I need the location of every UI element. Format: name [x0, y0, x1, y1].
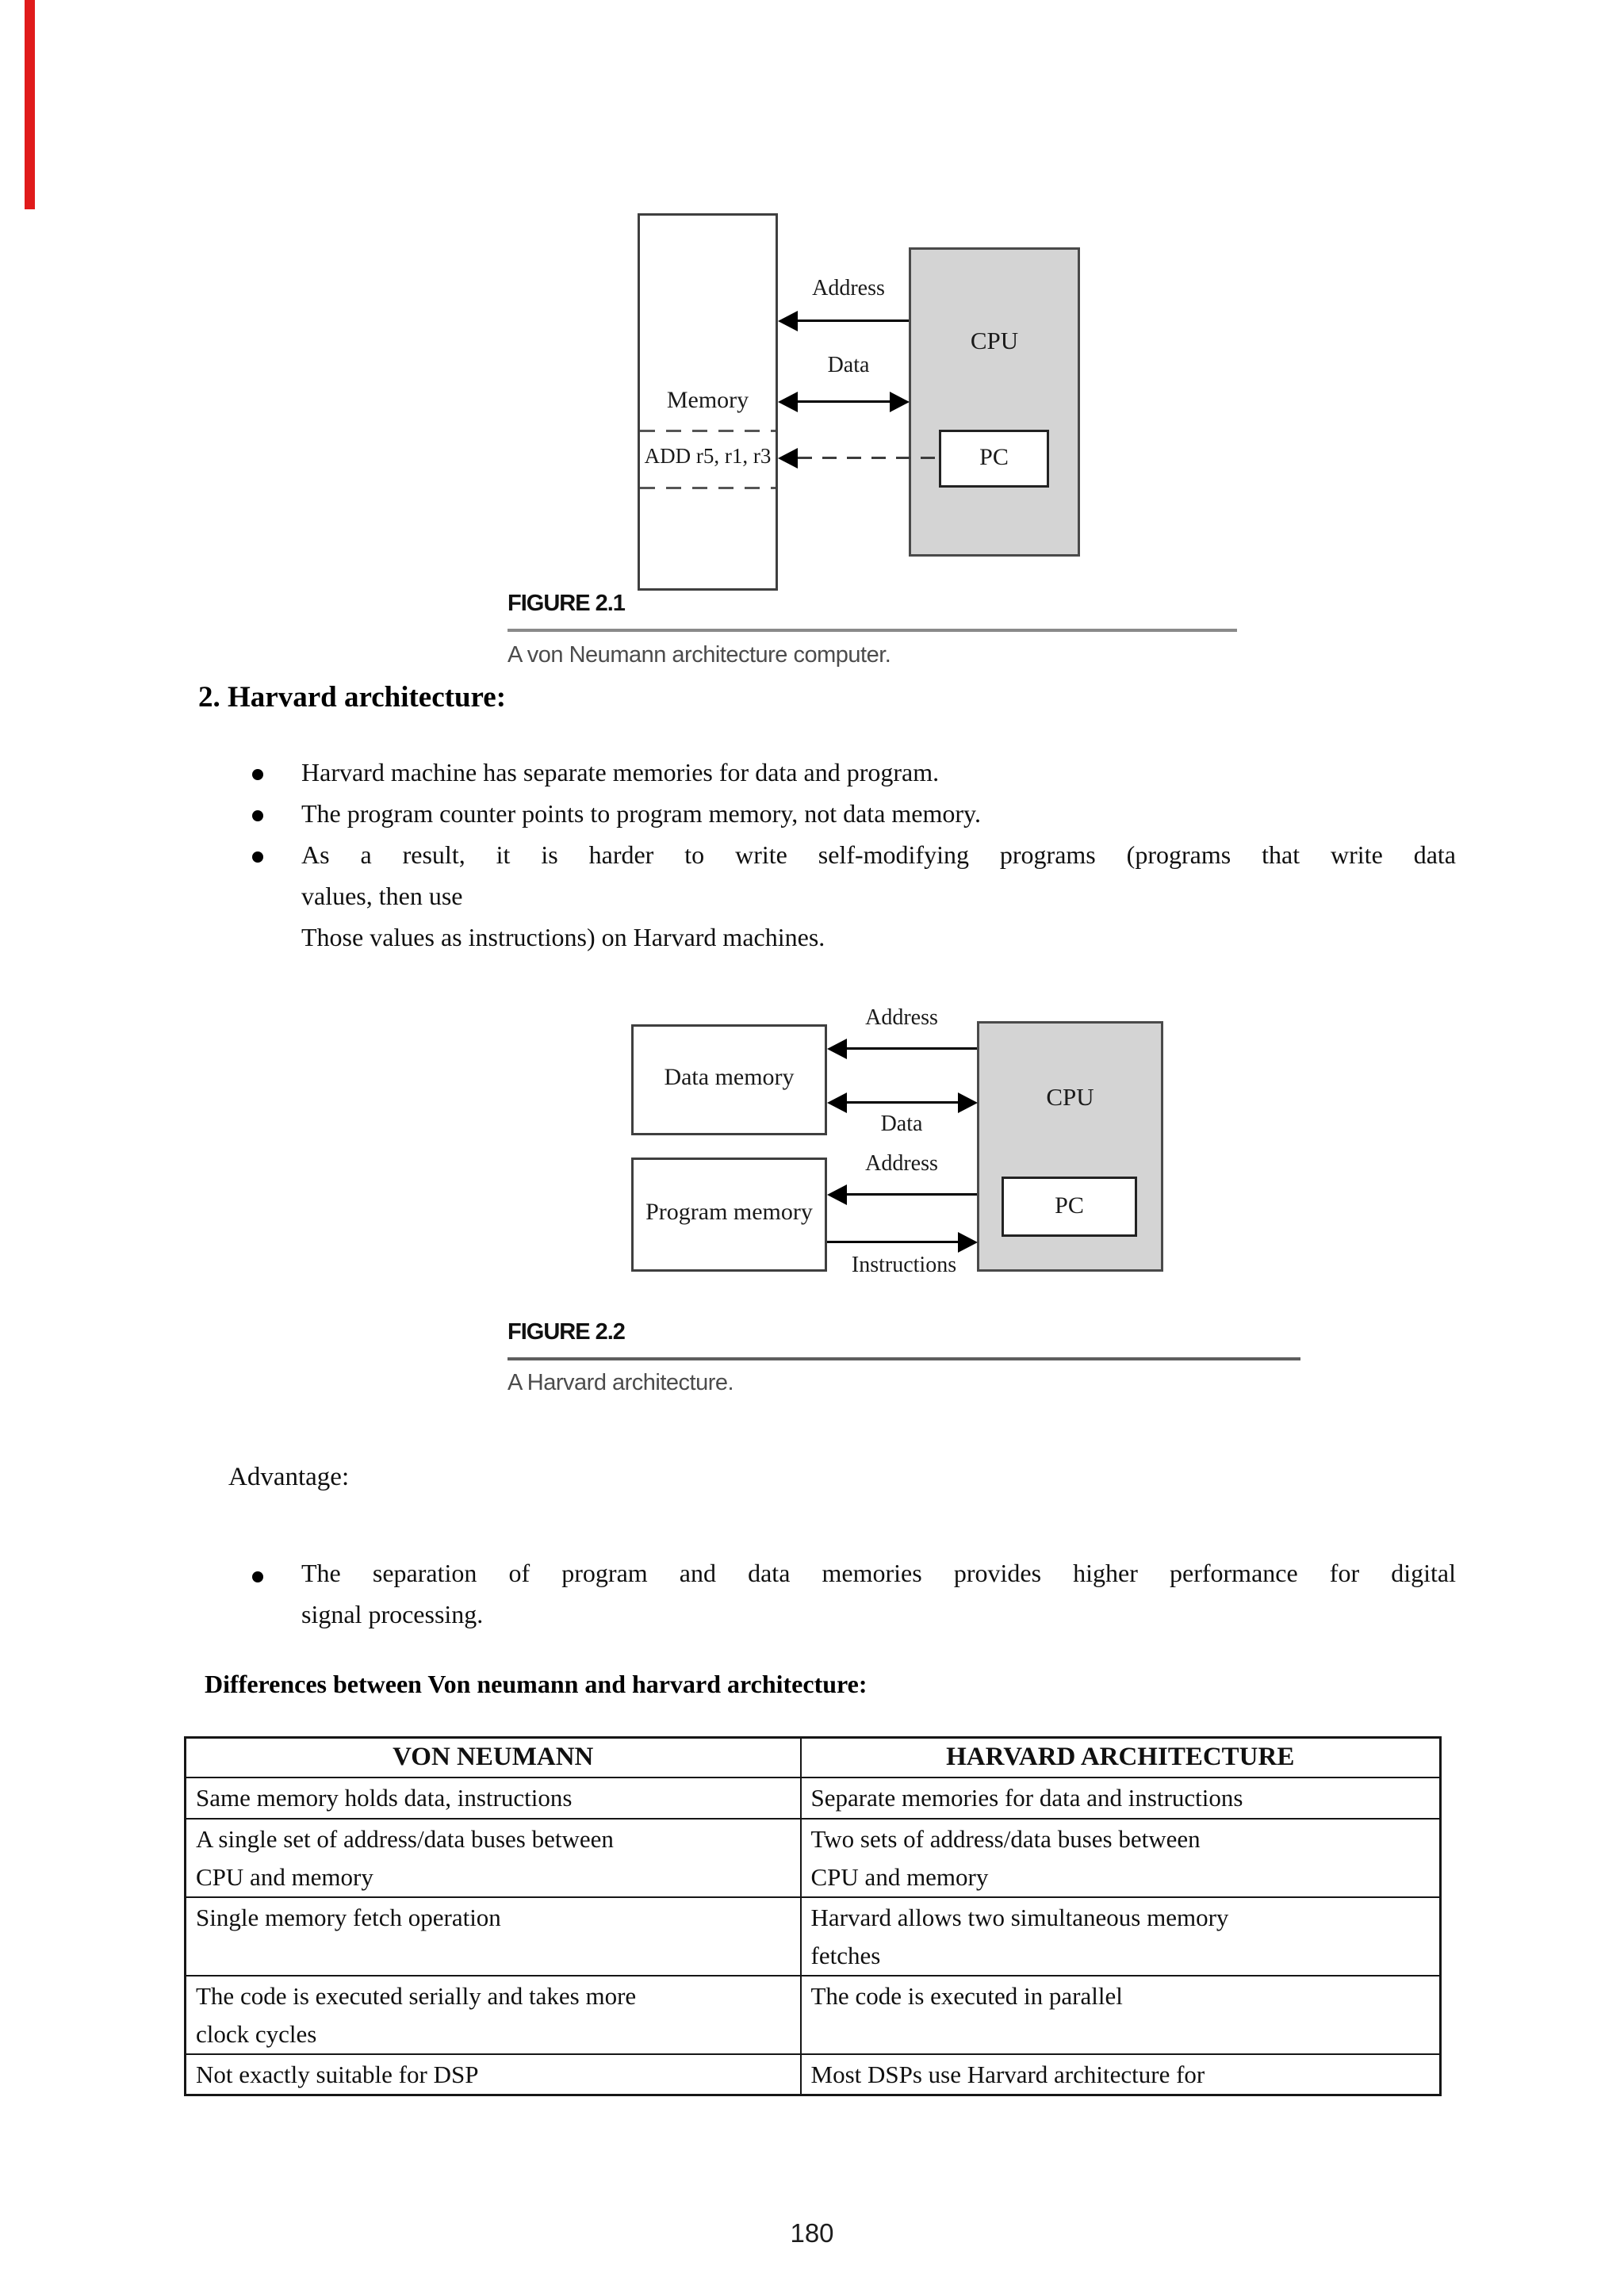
bullet-icon [252, 1571, 263, 1582]
harvard-bullet-3-line2: values, then use [301, 882, 463, 910]
pc2-label: PC [1055, 1192, 1084, 1219]
page-number: 180 [790, 2218, 834, 2248]
figure2-rule [508, 1357, 1300, 1360]
figure2-caption: A Harvard architecture. [508, 1370, 734, 1395]
address-bus-label: Address [812, 276, 885, 300]
data2-arrowhead-right-icon [958, 1093, 978, 1113]
harvard-bullet-2: The program counter points to program me… [301, 799, 981, 828]
program-memory-box [631, 1158, 827, 1272]
advantage-line2: signal processing. [301, 1600, 484, 1628]
table-cell: Separate memories for data and instructi… [799, 1776, 1442, 1820]
table-cell: Same memory holds data, instructions [184, 1776, 802, 1820]
memory-dashed-divider-top [640, 430, 776, 432]
harvard-heading: 2. Harvard architecture: [198, 681, 507, 714]
cpu2-label: CPU [1046, 1083, 1094, 1111]
address-bottom-arrowhead-icon [827, 1184, 847, 1205]
data-memory-box [631, 1024, 827, 1135]
table-cell: Not exactly suitable for DSP [184, 2053, 802, 2095]
red-annotation-mark [25, 0, 35, 209]
harvard-bullet-3-line1: As a result, it is harder to write self-… [301, 840, 1456, 869]
table-cell: Most DSPs use Harvard architecture for [799, 2053, 1442, 2095]
address-top-label: Address [865, 1005, 938, 1030]
memory-label: Memory [666, 387, 749, 413]
instructions-label: Instructions [851, 1253, 957, 1277]
bullet-icon [252, 769, 263, 780]
figure1-caption: A von Neumann architecture computer. [508, 642, 891, 668]
harvard-bullet-1: Harvard machine has separate memories fo… [301, 758, 940, 786]
table-cell: Single memory fetch operation [184, 1896, 802, 1976]
instructions-line [827, 1241, 959, 1243]
advantage-line1: The separation of program and data memor… [301, 1559, 1456, 1587]
comparison-table: VON NEUMANN HARVARD ARCHITECTURE Same me… [184, 1736, 1442, 2096]
address-bottom-line [846, 1193, 977, 1196]
table-header-row: VON NEUMANN HARVARD ARCHITECTURE [184, 1736, 1442, 1778]
table-row: Single memory fetch operation Harvard al… [184, 1896, 1442, 1976]
data2-line [845, 1101, 959, 1104]
table-row: A single set of address/data buses betwe… [184, 1817, 1442, 1898]
bullet-icon [252, 851, 263, 863]
table-row: Same memory holds data, instructions Sep… [184, 1776, 1442, 1820]
pc-fetch-dashed-line [798, 457, 940, 459]
figure2-label: FIGURE 2.2 [508, 1319, 626, 1345]
address-arrowhead-icon [778, 311, 798, 331]
address-bottom-label: Address [865, 1151, 938, 1176]
pc-box [939, 430, 1049, 488]
program-memory-label: Program memory [645, 1199, 813, 1225]
memory-dashed-divider-bottom [640, 487, 776, 489]
data-arrowhead-right-icon [890, 392, 910, 412]
cpu-label: CPU [970, 327, 1019, 354]
data2-arrowhead-left-icon [827, 1093, 847, 1113]
col-header-von-neumann: VON NEUMANN [184, 1736, 802, 1778]
advantage-heading: Advantage: [228, 1463, 350, 1491]
table-cell: The code is executed in parallel [799, 1974, 1442, 2055]
pc-label: PC [979, 444, 1009, 470]
memory-instruction: ADD r5, r1, r3 [644, 444, 772, 468]
table-row: The code is executed serially and takes … [184, 1974, 1442, 2055]
data-bus-label: Data [827, 353, 870, 377]
pc-fetch-arrowhead-icon [778, 448, 798, 469]
memory-box [638, 213, 778, 591]
data-memory-label: Data memory [664, 1064, 795, 1090]
table-row: Not exactly suitable for DSP Most DSPs u… [184, 2053, 1442, 2095]
data2-label: Data [880, 1112, 923, 1136]
data-bus-line [796, 400, 891, 403]
cpu-box [909, 247, 1080, 557]
harvard-bullet-3-line3: Those values as instructions) on Harvard… [301, 923, 825, 951]
data-arrowhead-left-icon [778, 392, 798, 412]
address-bus-line [797, 320, 909, 322]
instructions-arrowhead-icon [958, 1232, 978, 1253]
col-header-harvard: HARVARD ARCHITECTURE [799, 1736, 1442, 1778]
table-cell: The code is executed serially and takes … [184, 1974, 802, 2055]
pc2-box [1002, 1177, 1137, 1237]
figure1-rule [508, 629, 1237, 632]
table-cell: A single set of address/data buses betwe… [184, 1817, 802, 1898]
differences-heading: Differences between Von neumann and harv… [205, 1670, 868, 1698]
figure1-label: FIGURE 2.1 [508, 591, 626, 616]
address-top-arrowhead-icon [827, 1039, 847, 1059]
address-top-line [846, 1047, 977, 1050]
bullet-icon [252, 810, 263, 821]
